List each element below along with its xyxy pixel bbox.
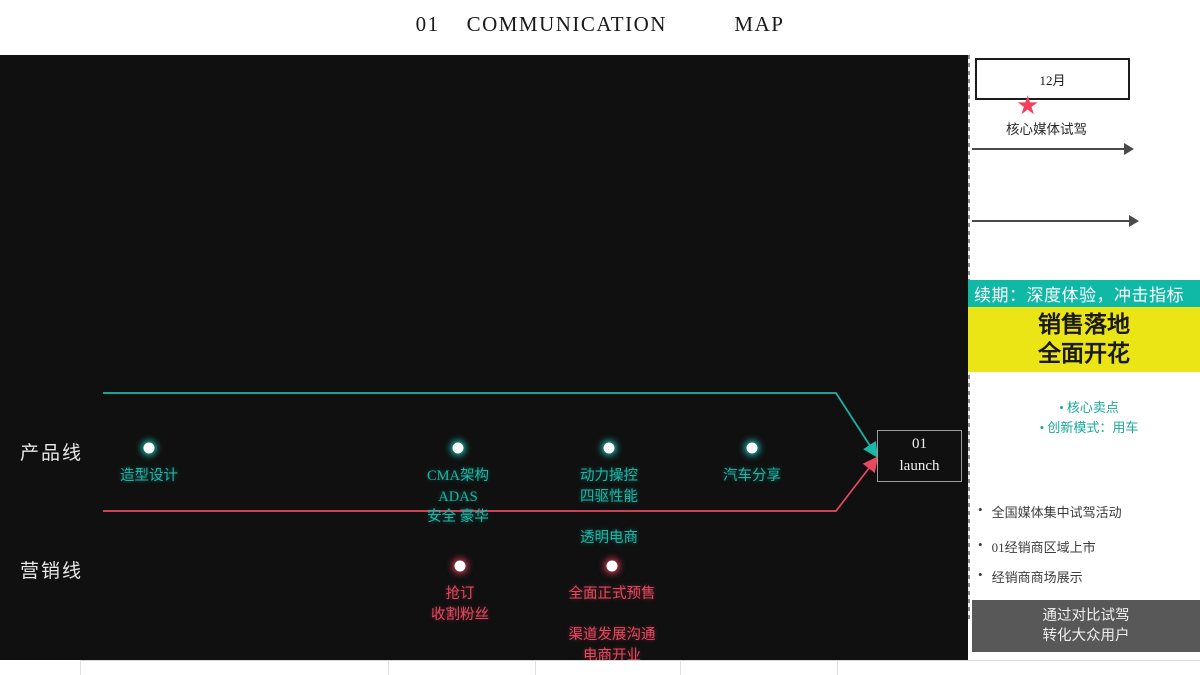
bottom-grid: [0, 660, 1200, 675]
product-node-label-1: 造型设计: [120, 468, 178, 484]
timeline-lines: [103, 392, 879, 512]
headline-line2: 全面开花: [1038, 340, 1130, 366]
headline-band-yellow: 销售落地 全面开花: [968, 307, 1200, 372]
list-item: • 全国媒体集中试驾活动: [978, 502, 1200, 521]
product-node-dot-2[interactable]: [452, 442, 464, 454]
grid-vline: [80, 660, 81, 675]
marketing-line-label: 营销线: [20, 561, 84, 582]
bullet-icon: •: [978, 537, 983, 552]
grid-vline: [680, 660, 681, 675]
product-node-dot-3[interactable]: [603, 442, 615, 454]
page-title: 01 COMMUNICATION MAP: [415, 12, 785, 36]
marketing-node-label-2: 全面正式预售 渠道发展沟通 电商开业 限量版公布: [568, 586, 656, 660]
bullet-icon: •: [978, 567, 983, 582]
launch-box-line1: 01: [912, 436, 927, 453]
product-line-label: 产品线: [20, 443, 84, 464]
summary-line1: 通过对比试驾: [1042, 607, 1130, 624]
status-band-teal: 续期：深度体验，冲击指标: [968, 280, 1200, 307]
right-panel: 12月 ★ 核心媒体试驾 续期：深度体验，冲击指标 销售落地 全面开花 • 核心…: [968, 55, 1200, 675]
bullet-icon: •: [978, 502, 983, 517]
product-node-label-2: CMA架构 ADAS 安全 豪华: [426, 468, 490, 526]
teal-bullet-item: • 创新模式：用车: [1039, 420, 1139, 436]
list-item: • 01经销商区域上市: [978, 537, 1200, 556]
gray-bullet-label: 全国媒体集中试驾活动: [991, 505, 1122, 520]
timeline-dark-panel: 产品线 营销线 造型设计 CMA架构 ADAS 安全 豪华 动力操控 四驱性能 …: [0, 55, 968, 660]
arrow-bar: [972, 148, 1124, 150]
marketing-node-label-1: 抢订 收割粉丝: [431, 586, 489, 623]
list-item: • 经销商商场展示: [978, 567, 1200, 586]
arrow-head-icon: [1124, 143, 1134, 155]
arrow-head-icon: [1129, 215, 1139, 227]
grid-vline: [837, 660, 838, 675]
month-label: 12月: [1039, 72, 1066, 88]
launch-box-line2: launch: [899, 458, 940, 474]
timeline-arrow-1: [972, 143, 1137, 155]
star-icon: ★: [1016, 91, 1040, 120]
teal-bullet-item: • 核心卖点: [1059, 400, 1119, 415]
marketing-node-dot-2[interactable]: [606, 560, 618, 572]
headline-line1: 销售落地: [1038, 311, 1130, 337]
marketing-node-dot-1[interactable]: [454, 560, 466, 572]
product-node-dot-1[interactable]: [143, 442, 155, 454]
summary-line2: 转化大众用户: [1042, 628, 1130, 644]
gray-bullet-label: 01经销商区域上市: [991, 540, 1096, 555]
launch-box[interactable]: 01 launch: [877, 430, 962, 482]
grid-hline: [80, 660, 1200, 661]
grid-vline: [535, 660, 536, 675]
product-node-label-3: 动力操控 四驱性能 透明电商: [580, 468, 638, 546]
product-node-label-4: 汽车分享: [723, 468, 781, 484]
media-test-label: 核心媒体试驾: [1006, 122, 1087, 137]
status-band-teal-label: 续期：深度体验，冲击指标: [974, 286, 1184, 305]
product-node-dot-4[interactable]: [746, 442, 758, 454]
gray-bullet-label: 经销商商场展示: [991, 570, 1083, 585]
teal-bullet-list: • 核心卖点 • 创新模式：用车: [978, 398, 1200, 438]
grid-vline: [388, 660, 389, 675]
slide-header: 01 COMMUNICATION MAP: [0, 0, 1200, 55]
gray-bullet-list: • 全国媒体集中试驾活动 • 01经销商区域上市 • 经销商商场展示: [978, 502, 1200, 586]
arrow-bar: [972, 220, 1129, 222]
summary-box: 通过对比试驾 转化大众用户: [972, 600, 1200, 652]
month-box[interactable]: 12月: [975, 58, 1130, 100]
timeline-arrow-2: [972, 215, 1142, 227]
